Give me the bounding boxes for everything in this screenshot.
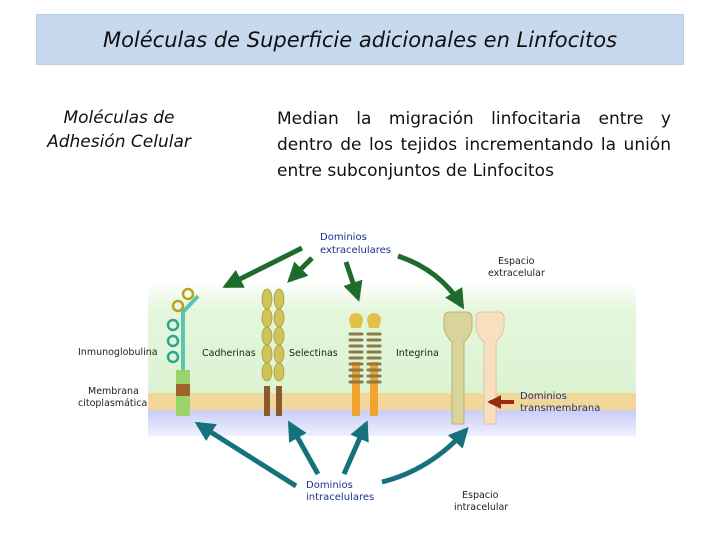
left-label-line2: Adhesión Celular — [47, 132, 191, 152]
arrow-extracellular-to-cadherin — [287, 256, 314, 283]
left-label-line1: Moléculas de — [63, 108, 175, 128]
slide-title: Moléculas de Superficie adicionales en L… — [102, 27, 618, 52]
label-selectinas: Selectinas — [289, 348, 338, 359]
label-membrana-1: Membrana — [88, 386, 139, 397]
label-espacio-intracelular-1: Espacio — [462, 490, 499, 501]
label-dominios-extracelulares-2: extracelulares — [320, 245, 391, 256]
label-dominios-intracelulares-1: Dominios — [306, 480, 353, 491]
intracellular-region — [148, 410, 636, 436]
arrow-intracellular-to-integrin — [381, 427, 469, 485]
arrow-intracellular-to-selectin — [341, 420, 369, 476]
label-dominios-intracelulares-2: intracelulares — [306, 492, 374, 503]
label-espacio-intracelular-2: intracelular — [454, 502, 508, 513]
integrin-molecule — [443, 311, 505, 425]
arrow-extracellular-to-immunoglobulin — [222, 245, 304, 289]
arrow-extracellular-to-integrin — [397, 253, 465, 310]
arrow-extracellular-to-selectin — [343, 261, 363, 302]
title-banner: Moléculas de Superficie adicionales en L… — [36, 14, 684, 65]
label-integrina: Integrina — [396, 348, 439, 359]
selectin-molecule-left — [348, 313, 364, 416]
immunoglobulin-molecule — [166, 287, 200, 416]
label-inmunoglobulina: Inmunoglobulina — [78, 347, 158, 358]
label-dominios-transmembrana-2: transmembrana — [520, 403, 600, 414]
selectin-molecule-right — [366, 313, 382, 416]
arrow-intracellular-to-cadherin — [287, 420, 321, 476]
description-text: Median la migración linfocitaria entre y… — [277, 109, 671, 181]
label-espacio-extracelular-1: Espacio — [498, 256, 535, 267]
label-dominios-extracelulares-1: Dominios — [320, 232, 367, 243]
cadherin-molecule — [261, 288, 285, 416]
label-cadherinas: Cadherinas — [202, 348, 256, 359]
label-dominios-transmembrana-1: Dominios — [520, 391, 567, 402]
arrow-intracellular-to-immunoglobulin — [194, 421, 298, 489]
left-label: Moléculas de Adhesión Celular — [26, 106, 212, 154]
label-espacio-extracelular-2: extracelular — [488, 268, 545, 279]
label-membrana-2: citoplasmática — [78, 398, 147, 409]
extracellular-region — [148, 282, 636, 394]
